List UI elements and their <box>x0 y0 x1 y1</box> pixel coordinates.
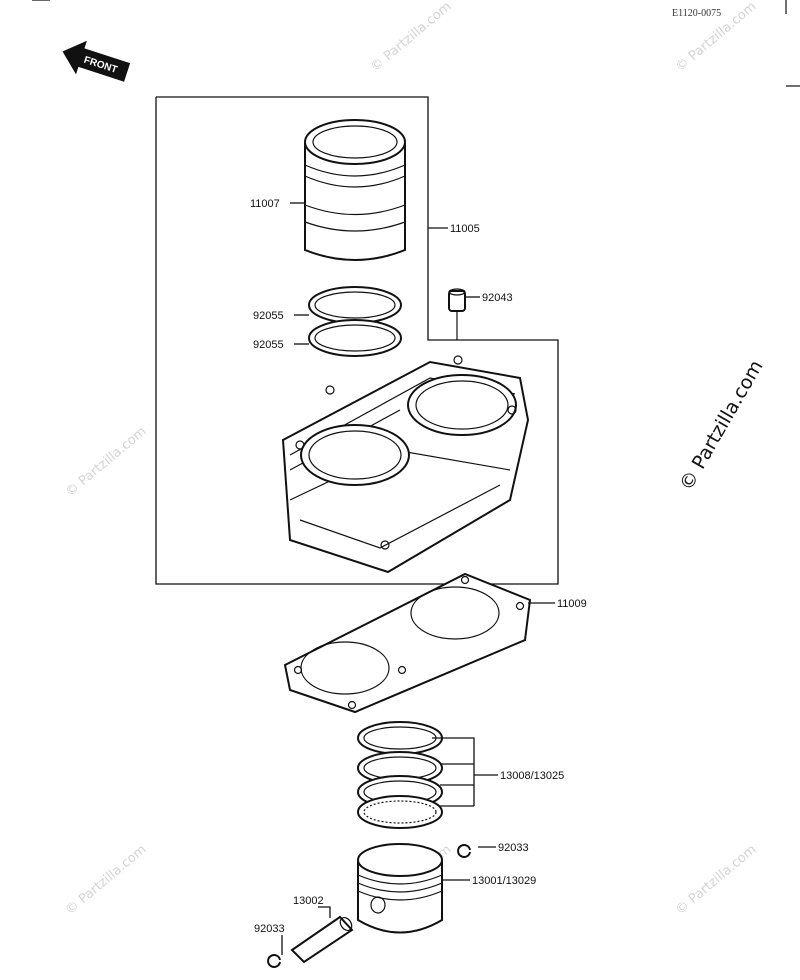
circlip-left <box>267 954 281 968</box>
dowel-pin <box>448 288 466 340</box>
front-arrow-icon: FRONT <box>62 40 131 82</box>
label-13008-13025: 13008/13025 <box>500 770 564 782</box>
diagram-code: E1120-0075 <box>672 8 721 19</box>
label-13002: 13002 <box>293 895 324 907</box>
label-13001-13029: 13001/13029 <box>472 875 536 887</box>
cylinder-liner <box>304 119 406 261</box>
label-92033-right: 92033 <box>498 842 529 854</box>
side-watermark: © Partzilla.com <box>675 357 767 495</box>
base-gasket <box>283 572 532 714</box>
label-92055-upper: 92055 <box>253 310 284 322</box>
piston <box>357 843 443 934</box>
leader-lines <box>281 202 555 955</box>
watermark: © Partzilla.com <box>368 0 454 75</box>
label-11005: 11005 <box>450 223 480 235</box>
label-11007: 11007 <box>250 198 280 210</box>
label-11009: 11009 <box>557 598 587 610</box>
watermark: © Partzilla.com <box>63 842 149 918</box>
thin-rings <box>308 286 402 357</box>
part-labels: 11007 11005 92043 92055 92055 11009 1300… <box>250 198 587 935</box>
label-92043: 92043 <box>482 292 513 304</box>
watermark: © Partzilla.com <box>63 424 149 500</box>
piston-pin <box>290 915 354 964</box>
circlip-right <box>457 844 471 858</box>
label-92055-lower: 92055 <box>253 339 284 351</box>
watermark: © Partzilla.com <box>673 842 759 918</box>
assembly-bracket <box>155 96 559 585</box>
piston-ring-set <box>357 721 443 829</box>
cylinder-block <box>281 355 530 574</box>
label-92033-left: 92033 <box>254 923 285 935</box>
